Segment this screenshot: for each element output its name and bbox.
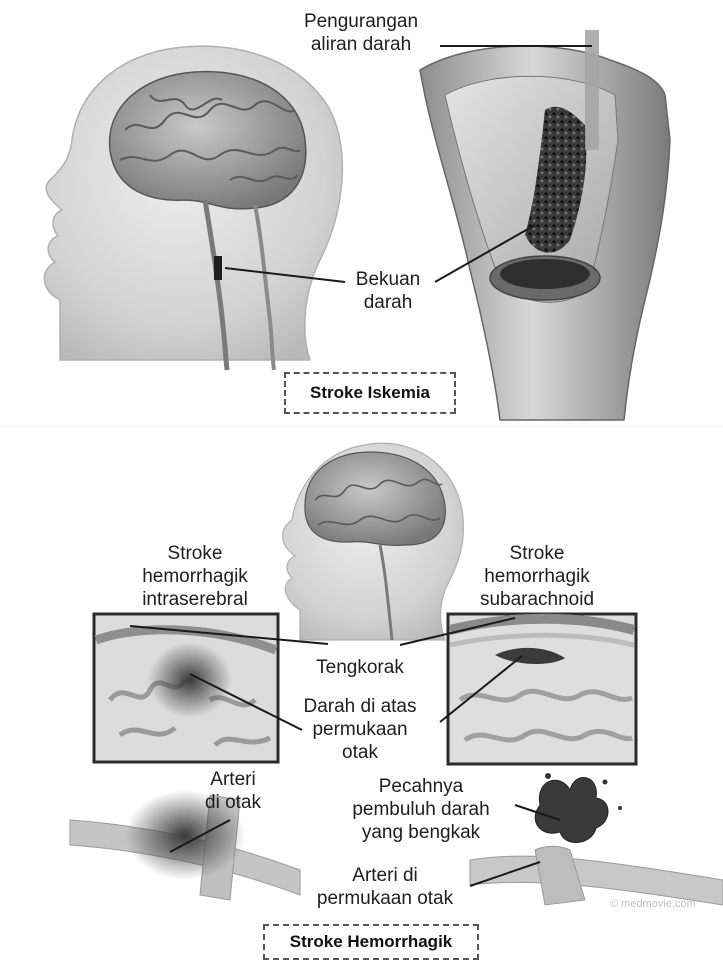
label-reduced-blood-flow: Pengurangan aliran darah	[286, 10, 436, 56]
hemorrhagic-head	[283, 443, 464, 640]
artery-right	[470, 773, 723, 905]
caption-hemorrhagic-stroke: Stroke Hemorrhagik	[263, 924, 479, 960]
neck-clot	[214, 256, 222, 280]
subarachnoid-panel	[448, 614, 636, 764]
label-intracerebral: Stroke hemorrhagik intraserebral	[120, 542, 270, 611]
label-blood-clot: Bekuan darah	[338, 268, 438, 314]
label-subarachnoid: Stroke hemorrhagik subarachnoid	[462, 542, 612, 611]
ischemic-brain	[110, 72, 306, 209]
vessel-cross-section	[420, 30, 670, 420]
label-skull: Tengkorak	[300, 656, 420, 679]
label-ruptured-swollen-vessel: Pecahnya pembuluh darah yang bengkak	[336, 775, 506, 844]
label-blood-on-brain-surface: Darah di atas permukaan otak	[290, 695, 430, 764]
watermark: © medmovie.com	[610, 898, 720, 910]
label-artery-in-brain: Arteri di otak	[188, 768, 278, 814]
caption-ischemic-stroke: Stroke Iskemia	[284, 372, 456, 414]
label-artery-on-brain-surface: Arteri di permukaan otak	[300, 864, 470, 910]
